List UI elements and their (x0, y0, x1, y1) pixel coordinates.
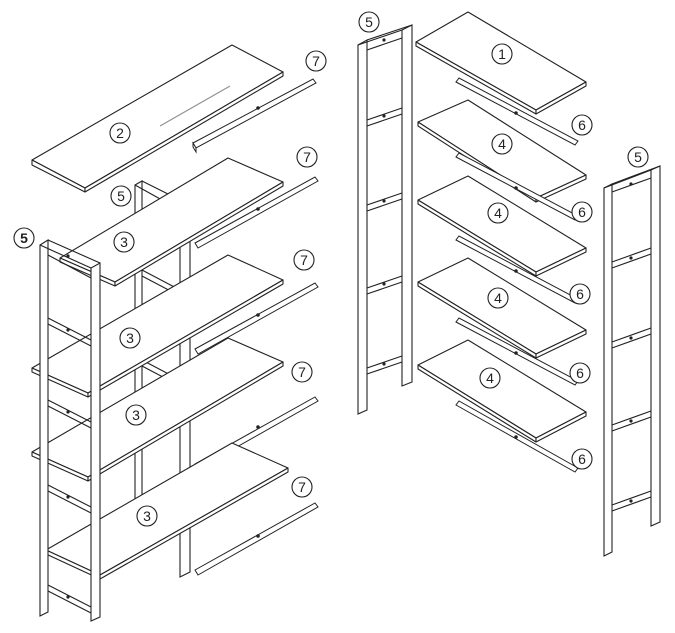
callout-7c-label: 7 (300, 252, 308, 268)
callout-5c-label: 5 (20, 230, 28, 246)
right-frame-5 (603, 165, 661, 557)
callout-6-c: 6 (569, 283, 591, 305)
shelf-4-b (417, 175, 587, 277)
top-panel-2 (31, 44, 284, 193)
callout-6-a: 6 (571, 114, 593, 136)
callout-7-e: 7 (291, 476, 313, 498)
callout-4-b: 4 (487, 202, 509, 224)
callout-4d-label: 4 (486, 370, 494, 386)
callout-5d-label: 5 (634, 149, 642, 165)
callout-3-d: 3 (136, 505, 158, 527)
callout-7e-label: 7 (298, 479, 306, 495)
front-frame-5 (39, 239, 101, 622)
callout-6e-label: 6 (578, 451, 586, 467)
callout-6c-label: 6 (576, 286, 584, 302)
rail-7-c (194, 282, 319, 355)
callout-7-a: 7 (305, 50, 327, 72)
callout-7-c: 7 (293, 249, 315, 271)
callout-7d-label: 7 (298, 364, 306, 380)
callout-4-a: 4 (491, 133, 513, 155)
callout-7a-label: 7 (312, 53, 320, 69)
callout-5-d: 5 (627, 146, 649, 168)
callout-3a-label: 3 (120, 234, 128, 250)
callout-4-c: 4 (487, 287, 509, 309)
callout-7-d: 7 (291, 361, 313, 383)
callout-2: 2 (109, 122, 131, 144)
callout-6-e: 6 (571, 448, 593, 470)
callout-5-a: 5 (358, 11, 380, 33)
right-middle-assembly (415, 11, 587, 473)
callout-5b-label: 5 (117, 188, 125, 204)
callout-6a-label: 6 (578, 117, 586, 133)
callouts: 1 2 3 3 3 3 4 4 (13, 11, 649, 527)
callout-6-b: 6 (571, 201, 593, 223)
callout-7-b: 7 (296, 146, 318, 168)
rail-7-b (194, 176, 319, 249)
callout-7b-label: 7 (303, 149, 311, 165)
shelf-3-a (59, 157, 284, 287)
rail-7-e (194, 502, 319, 576)
callout-6b-label: 6 (578, 204, 586, 220)
middle-frame-5 (357, 24, 413, 415)
left-assembly (31, 44, 319, 622)
rail-6-a (455, 77, 579, 146)
callout-1: 1 (491, 43, 513, 65)
callout-4b-label: 4 (494, 205, 502, 221)
shelf-4-d (417, 339, 587, 443)
callout-3c-label: 3 (132, 407, 140, 423)
callout-2-label: 2 (116, 125, 124, 141)
callout-5-c: 5 (13, 227, 35, 249)
callout-4-d: 4 (479, 367, 501, 389)
callout-4c-label: 4 (494, 290, 502, 306)
callout-6d-label: 6 (576, 365, 584, 381)
callout-3b-label: 3 (126, 330, 134, 346)
callout-5a-label: 5 (365, 14, 373, 30)
rail-7-top (192, 78, 317, 154)
callout-3-b: 3 (119, 327, 141, 349)
callout-3d-label: 3 (143, 508, 151, 524)
callout-5-b: 5 (110, 185, 132, 207)
callout-4a-label: 4 (498, 136, 506, 152)
callout-3-c: 3 (125, 404, 147, 426)
callout-6-d: 6 (569, 362, 591, 384)
callout-1-label: 1 (498, 46, 506, 62)
callout-3-a: 3 (113, 231, 135, 253)
